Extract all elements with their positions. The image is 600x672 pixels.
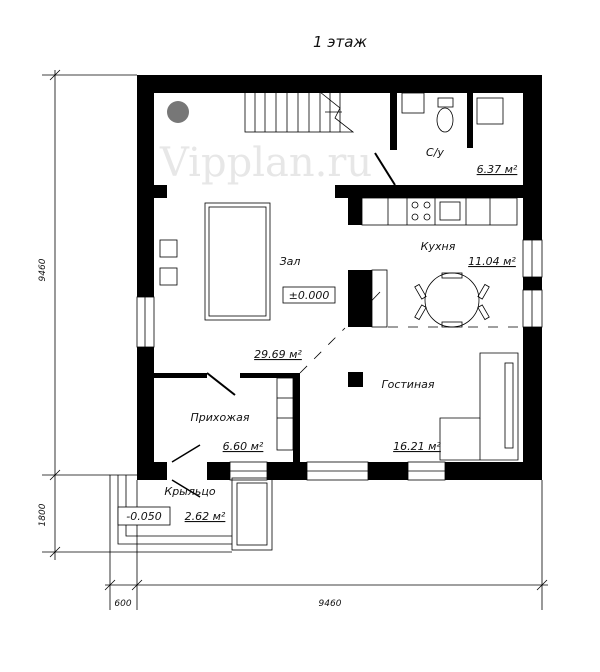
billiard-table (204, 202, 271, 321)
bathroom-name: С/у (426, 146, 444, 159)
porch (109, 474, 273, 553)
sofa (439, 352, 519, 461)
plant-icon (167, 101, 189, 123)
porch-level: -0.050 (126, 510, 161, 523)
plan-title: 1 этаж (313, 33, 367, 51)
shower (476, 97, 504, 125)
dim-left-porch: 1800 (38, 503, 48, 526)
dim-bottom-main: 9460 (319, 599, 342, 609)
windows (136, 239, 543, 481)
dim-bottom-porch: 600 (114, 599, 131, 609)
furniture (159, 91, 523, 498)
kitchen-name: Кухня (421, 240, 456, 253)
watermark: Vipplan.ru (159, 140, 372, 186)
hall-name: Зал (280, 255, 301, 268)
living-name: Гостиная (381, 378, 434, 391)
dim-left-main: 9460 (38, 258, 48, 281)
kitchen-area: 11.04 м² (468, 255, 516, 268)
bathroom-area: 6.37 м² (477, 163, 518, 176)
living-area: 16.21 м² (393, 440, 441, 453)
entry-name: Прихожая (191, 411, 250, 424)
toilet (436, 107, 454, 133)
porch-name: Крыльцо (164, 485, 215, 498)
hall-area: 29.69 м² (254, 348, 302, 361)
porch-area: 2.62 м² (185, 510, 226, 523)
kitchen-counter (361, 197, 518, 226)
dining-table (424, 272, 480, 328)
sink (401, 92, 425, 114)
dimension-lines (42, 69, 548, 610)
staircase (244, 91, 355, 133)
floor-level: ±0.000 (289, 289, 330, 302)
entry-area: 6.60 м² (223, 440, 264, 453)
